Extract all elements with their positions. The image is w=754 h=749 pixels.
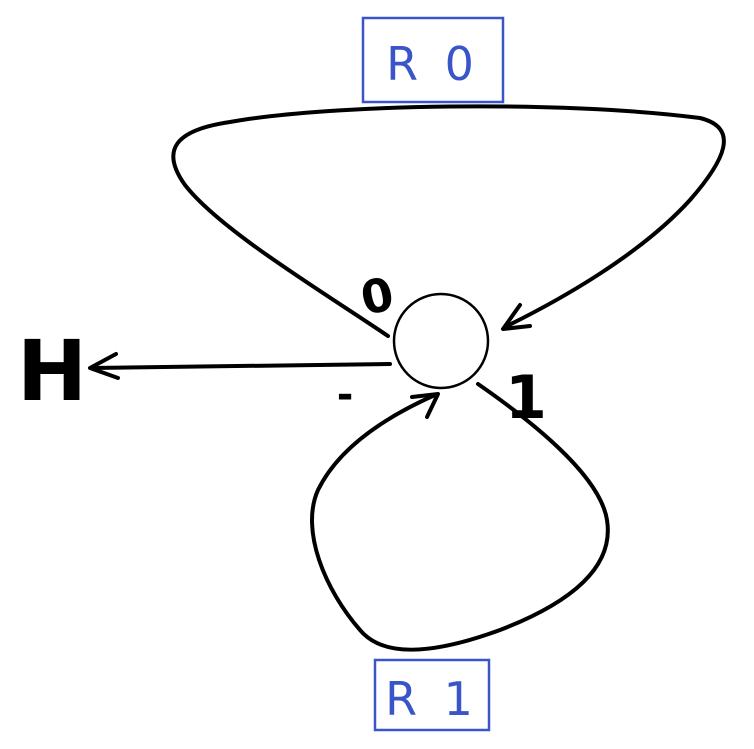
register-r1-box	[373, 658, 491, 732]
register-r0-label: R 0	[386, 37, 480, 91]
register-r0: R 0	[361, 16, 505, 104]
output-arrowhead	[88, 352, 120, 380]
register-r0-box	[361, 16, 505, 104]
loop-r0-arrowhead	[501, 303, 532, 331]
loop-r0	[171, 104, 726, 338]
register-r1: R 1	[373, 658, 491, 732]
center-node	[392, 292, 490, 390]
loop-r1-arrowhead	[410, 392, 440, 419]
dash-label: -	[337, 372, 354, 418]
port-one-label: 1	[505, 363, 547, 433]
register-r1-label: R 1	[385, 672, 479, 726]
output-arrow-line	[90, 362, 392, 370]
output-label-h: H	[17, 322, 87, 420]
loop-r1	[310, 382, 610, 652]
